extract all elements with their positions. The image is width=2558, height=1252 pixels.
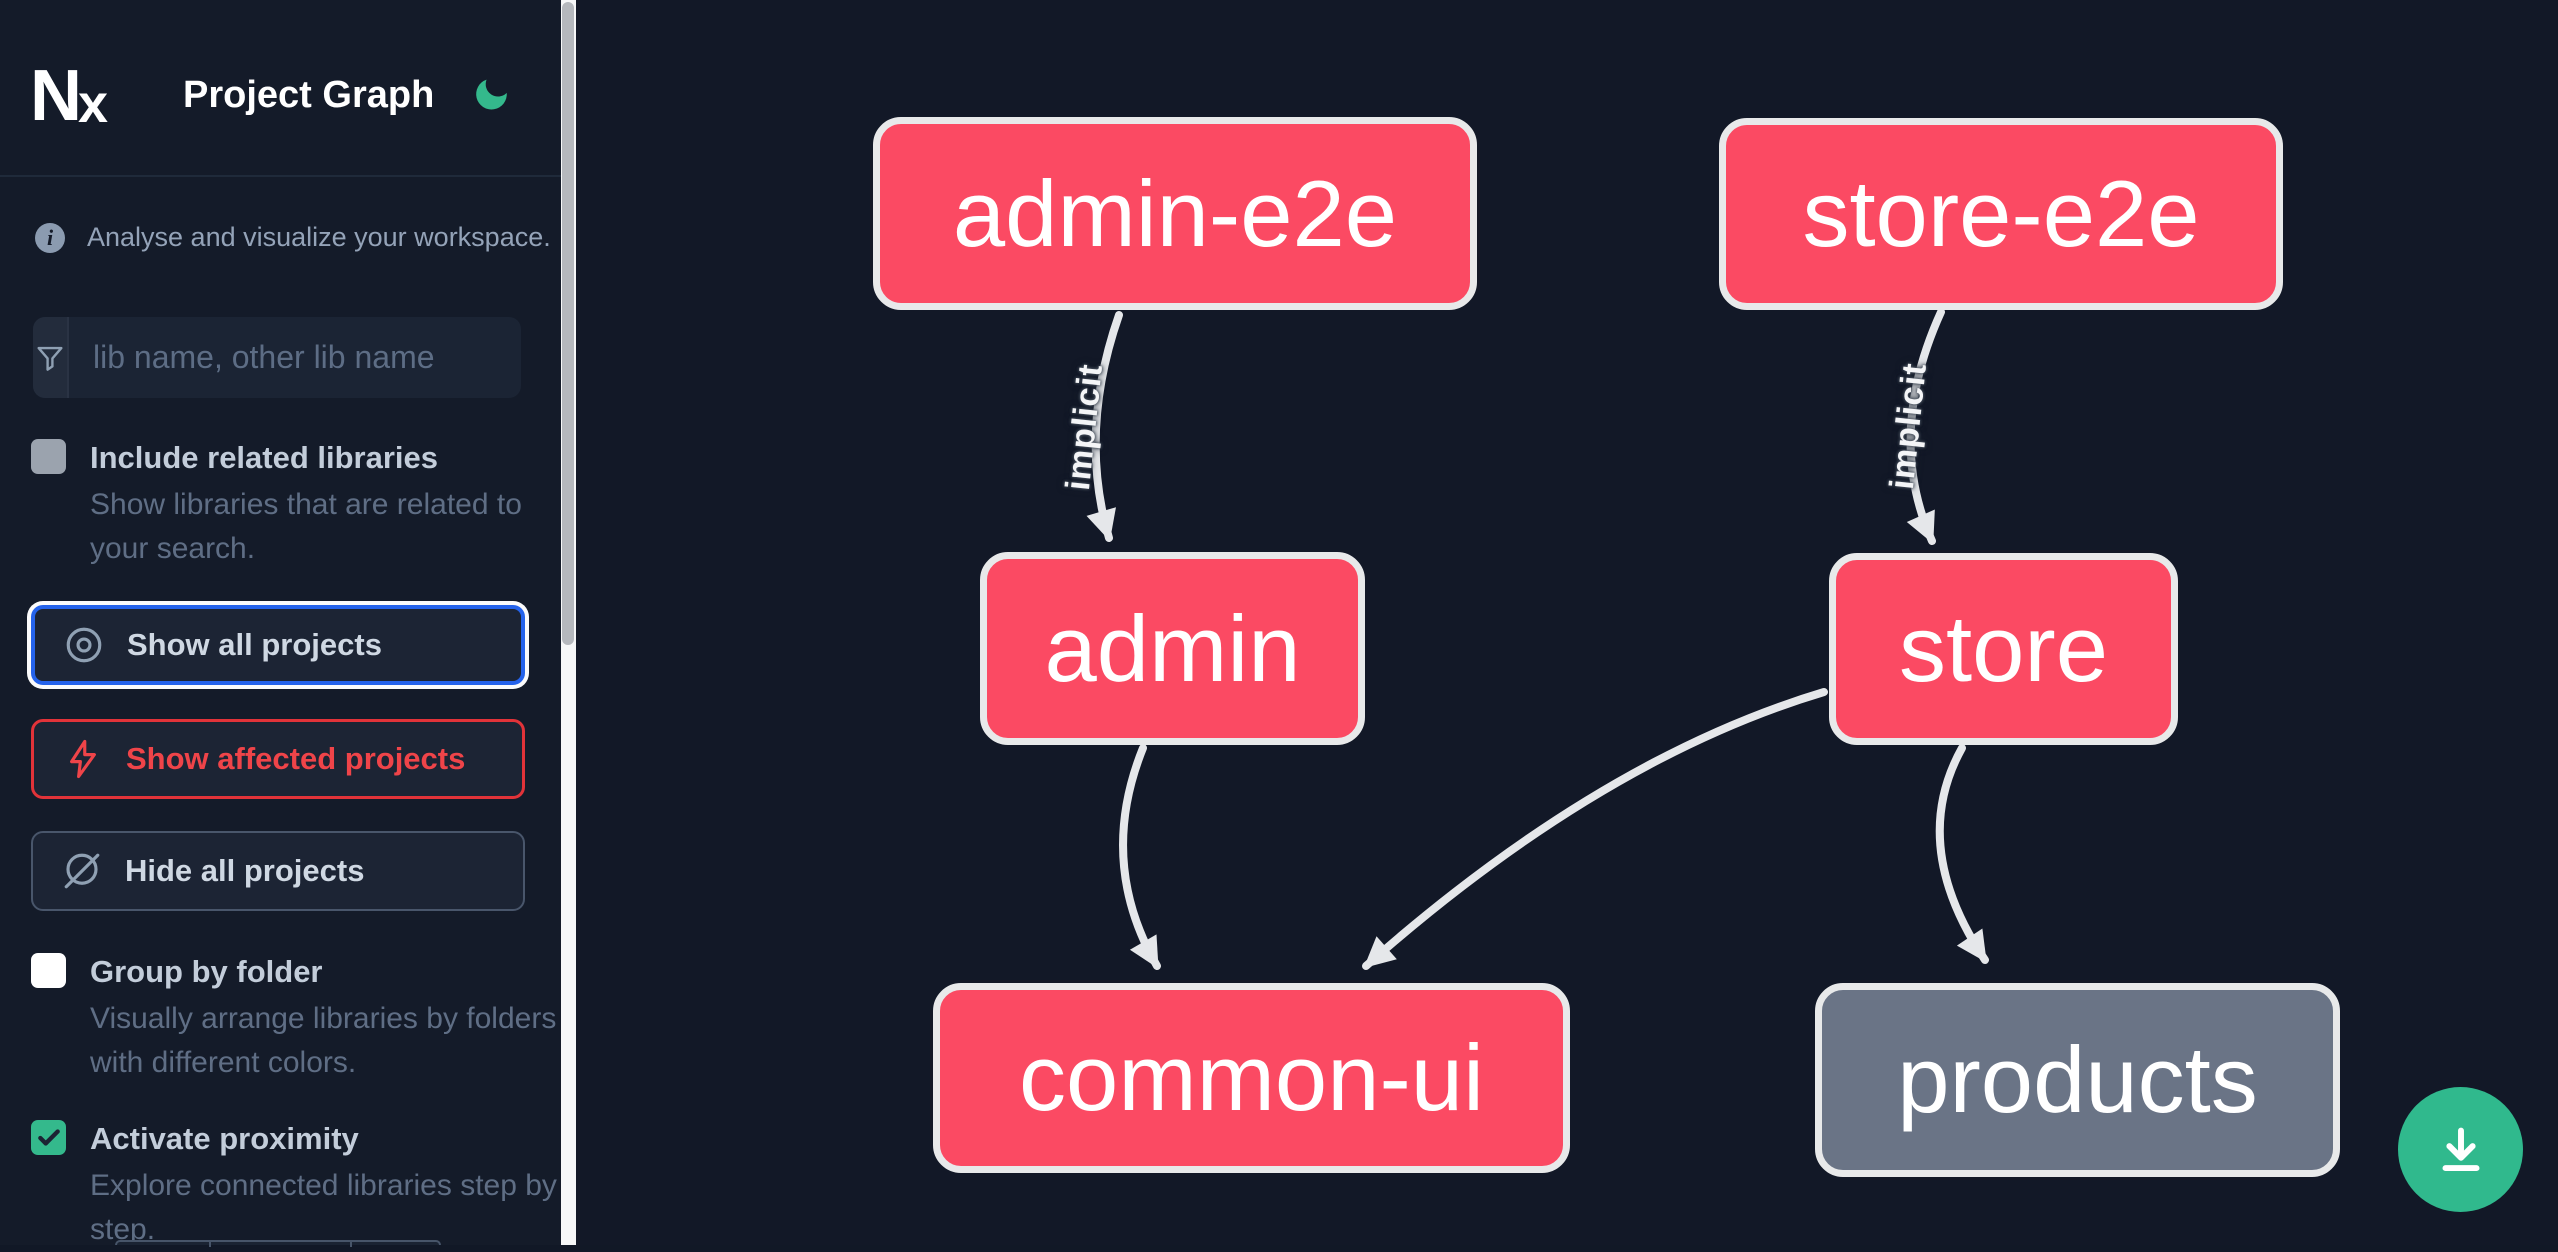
search-filter xyxy=(33,317,521,398)
sidebar: Nx Project Graph i Analyse and visualize… xyxy=(0,0,561,1247)
option-label[interactable]: Activate proximity xyxy=(90,1121,359,1156)
graph-node-store[interactable]: store xyxy=(1829,553,2178,745)
option-label[interactable]: Group by folder xyxy=(90,954,323,989)
info-icon: i xyxy=(35,222,65,253)
node-label: admin xyxy=(1044,595,1301,701)
hide-all-projects-button[interactable]: Hide all projects xyxy=(31,831,525,911)
tagline: Analyse and visualize your workspace. xyxy=(87,222,551,252)
moon-icon xyxy=(476,79,507,110)
node-label: products xyxy=(1897,1027,2258,1132)
dark-mode-toggle[interactable] xyxy=(472,74,512,114)
checkbox-include-related-libraries[interactable] xyxy=(31,439,66,474)
graph-node-admin[interactable]: admin xyxy=(980,552,1365,745)
bolt-icon xyxy=(70,739,96,779)
option-description: Show libraries that are related to your … xyxy=(90,488,522,565)
option-label[interactable]: Include related libraries xyxy=(90,440,439,475)
download-image-button[interactable] xyxy=(2398,1087,2523,1212)
option-group-by-folder: Group by folder Visually arrange librari… xyxy=(31,953,570,1085)
option-activate-proximity: Activate proximity Explore connected lib… xyxy=(31,1120,570,1252)
show-affected-projects-button[interactable]: Show affected projects xyxy=(31,719,525,799)
graph-node-products[interactable]: products xyxy=(1815,983,2340,1177)
option-include-related-libraries: Include related libraries Show libraries… xyxy=(31,439,570,571)
proximity-stepper[interactable] xyxy=(115,1240,441,1247)
node-label: store xyxy=(1899,596,2108,701)
option-description: Visually arrange libraries by folders wi… xyxy=(90,1002,557,1079)
node-label: store-e2e xyxy=(1802,161,2200,266)
sidebar-scrollbar-thumb[interactable] xyxy=(562,2,574,645)
graph-node-store-e2e[interactable]: store-e2e xyxy=(1719,118,2283,310)
graph-node-admin-e2e[interactable]: admin-e2e xyxy=(873,117,1477,310)
node-label: common-ui xyxy=(1019,1025,1484,1130)
search-input[interactable] xyxy=(69,317,521,398)
node-label: admin-e2e xyxy=(952,160,1398,266)
eye-icon xyxy=(66,627,102,663)
graph-node-common-ui[interactable]: common-ui xyxy=(933,983,1570,1173)
eye-off-icon xyxy=(64,853,100,889)
sidebar-scrollbar-track[interactable] xyxy=(561,0,576,1245)
checkbox-group-by-folder[interactable] xyxy=(31,953,66,988)
checkbox-activate-proximity[interactable] xyxy=(31,1120,66,1155)
show-all-projects-button[interactable]: Show all projects xyxy=(31,605,525,685)
download-icon xyxy=(2442,1127,2479,1171)
nx-logo: Nx xyxy=(30,56,108,136)
option-description: Explore connected libraries step by step… xyxy=(90,1169,557,1246)
check-icon xyxy=(37,1128,60,1146)
page-title: Project Graph xyxy=(183,74,435,116)
funnel-icon xyxy=(33,317,69,398)
header-divider xyxy=(0,175,561,177)
